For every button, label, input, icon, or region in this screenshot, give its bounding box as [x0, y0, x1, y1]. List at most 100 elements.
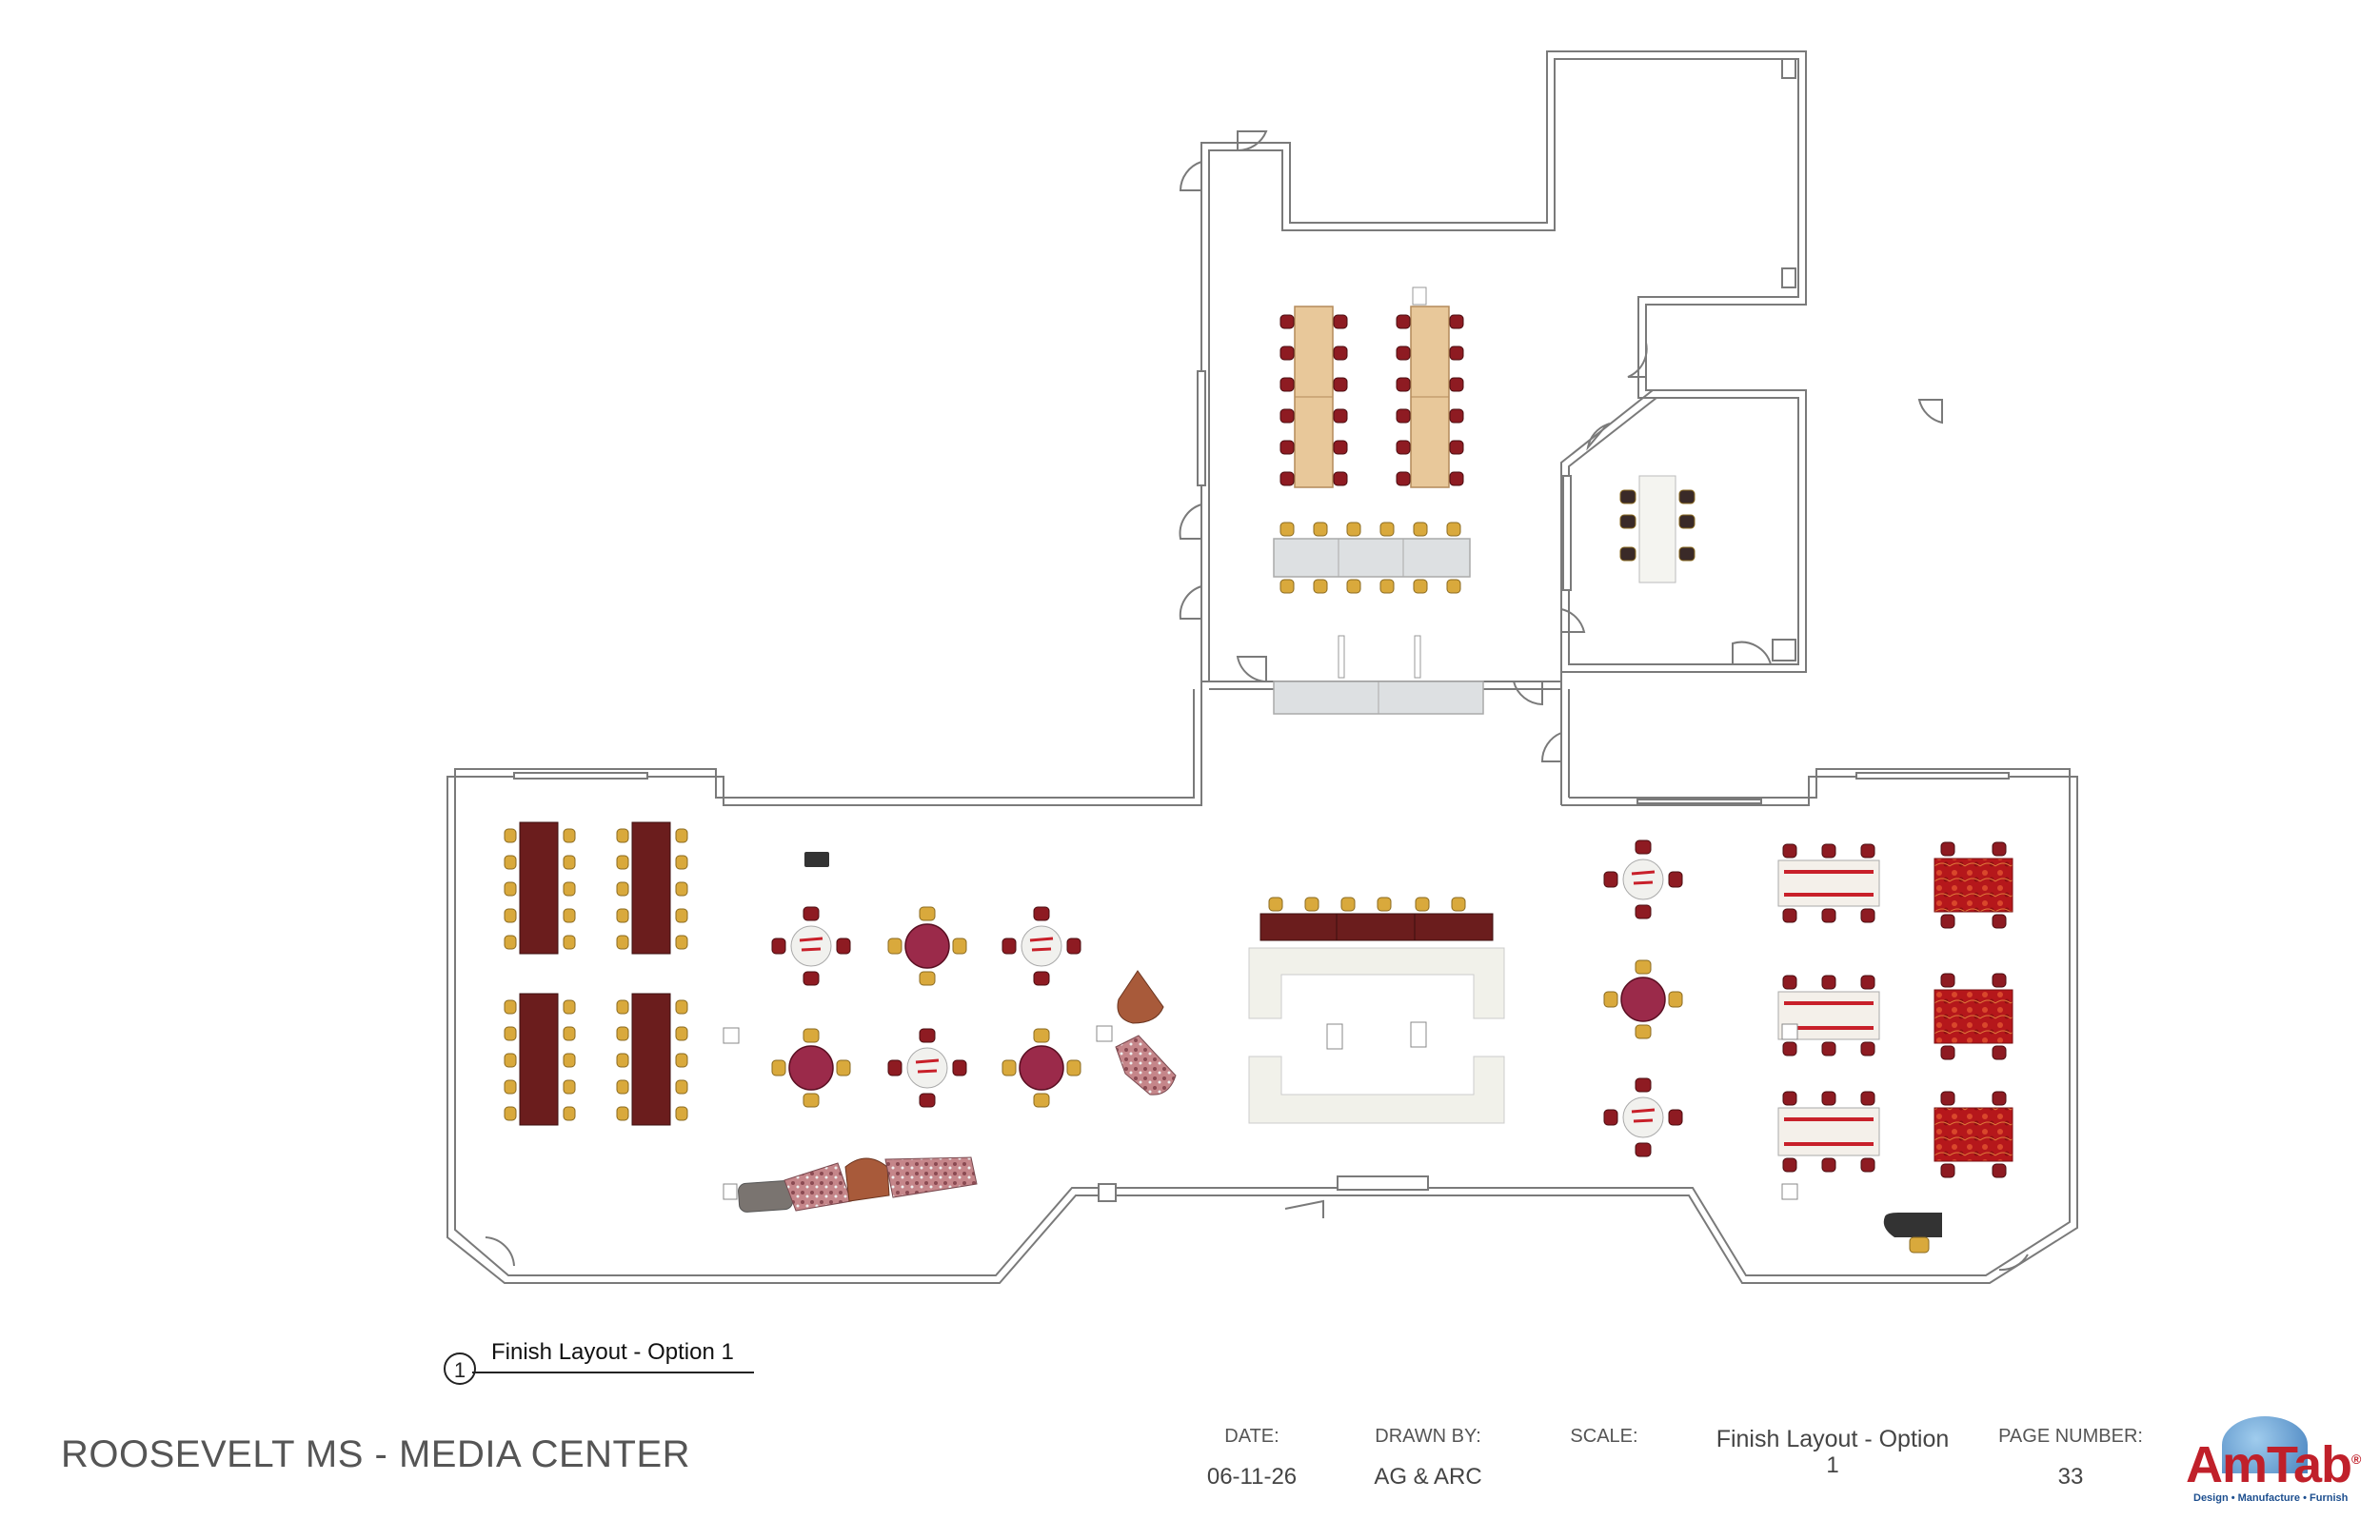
chair: [1782, 908, 1797, 923]
chair: [836, 1059, 851, 1076]
chair: [563, 828, 576, 843]
chair: [616, 935, 629, 950]
chair: [1635, 904, 1652, 919]
chair: [1619, 546, 1636, 562]
north-gray-tables: [1273, 538, 1484, 715]
chair: [1346, 522, 1361, 537]
round-table: [887, 906, 967, 986]
chair: [919, 971, 936, 986]
chair: [1396, 471, 1411, 486]
chair: [1313, 522, 1328, 537]
chair: [1940, 1045, 1955, 1060]
chair: [1635, 959, 1652, 975]
chair: [1992, 1091, 2007, 1106]
project-title: ROOSEVELT MS - MEDIA CENTER: [61, 1433, 691, 1475]
view-label: Finish Layout - Option 1: [491, 1339, 734, 1365]
chair: [1033, 906, 1050, 921]
chair: [1333, 471, 1348, 486]
chair: [504, 999, 517, 1015]
service-desk: [1781, 1023, 1942, 1254]
chair: [504, 935, 517, 950]
chair: [1449, 346, 1464, 361]
page-number-value: 33: [2057, 1464, 2084, 1490]
date-value: 06-11-26: [1206, 1464, 1298, 1490]
chair: [1446, 579, 1461, 594]
chair: [1992, 1163, 2007, 1178]
chair: [952, 938, 967, 955]
chair: [1992, 1045, 2007, 1060]
view-title: 1 Finish Layout - Option 1: [444, 1339, 767, 1387]
chair: [1668, 991, 1683, 1008]
right-round-tables: [1603, 839, 1683, 1157]
chair: [616, 1053, 629, 1068]
round-table: [771, 1028, 851, 1108]
center-counter: [1248, 913, 1505, 1124]
cherry-table-chairs: [504, 828, 688, 1121]
chair: [504, 828, 517, 843]
scale-label: SCALE:: [1570, 1426, 1638, 1447]
chair: [1992, 914, 2007, 929]
chair: [1396, 346, 1411, 361]
chair: [1268, 897, 1283, 912]
drawn-by-value: AG & ARC: [1374, 1464, 1482, 1490]
chair: [1668, 1109, 1683, 1126]
chair: [1635, 1077, 1652, 1093]
red-pattern-table: [1934, 973, 2013, 1060]
date-label: DATE:: [1224, 1426, 1279, 1447]
chair: [1396, 408, 1411, 424]
chair: [1449, 408, 1464, 424]
chair: [919, 1093, 936, 1108]
chair: [1279, 314, 1295, 329]
chair: [1002, 938, 1017, 955]
chair: [675, 935, 688, 950]
chair: [616, 999, 629, 1015]
round-table: [1603, 959, 1683, 1039]
gray-table-chairs: [1279, 522, 1461, 594]
chair: [504, 1026, 517, 1041]
conference-room-wall: [1560, 389, 1807, 673]
chair: [1860, 908, 1875, 923]
chair: [675, 999, 688, 1015]
drawn-by-label: DRAWN BY:: [1375, 1426, 1481, 1447]
chair: [1782, 1091, 1797, 1106]
chair: [803, 971, 820, 986]
chair: [1821, 1091, 1836, 1106]
page-number-label: PAGE NUMBER:: [1998, 1426, 2143, 1447]
chair: [1678, 489, 1696, 504]
printed-table: [1777, 1091, 1880, 1173]
red-pattern-table: [1934, 1091, 2013, 1178]
chair: [1396, 377, 1411, 392]
chair: [1333, 408, 1348, 424]
round-table: [1603, 839, 1683, 919]
chair: [1603, 991, 1618, 1008]
chair: [563, 1079, 576, 1095]
chair: [1782, 1041, 1797, 1056]
chair: [1635, 1142, 1652, 1157]
chair: [887, 1059, 902, 1076]
sheet-title: Finish Layout - Option: [1716, 1426, 1950, 1452]
chair: [1333, 346, 1348, 361]
chair: [616, 1026, 629, 1041]
chair: [563, 1106, 576, 1121]
chair: [1860, 1157, 1875, 1173]
chair: [563, 1053, 576, 1068]
chair: [1619, 489, 1636, 504]
chair: [1782, 1157, 1797, 1173]
printed-table: [1777, 843, 1880, 923]
chair: [1449, 440, 1464, 455]
chair: [616, 908, 629, 923]
chair: [1619, 514, 1636, 529]
chair: [1333, 377, 1348, 392]
conference-table: [1619, 475, 1696, 583]
chair: [1279, 408, 1295, 424]
chair: [504, 1053, 517, 1068]
chair: [1379, 579, 1395, 594]
chair: [1066, 1059, 1081, 1076]
chair: [563, 855, 576, 870]
round-table: [887, 1028, 967, 1108]
chair: [1413, 522, 1428, 537]
chair: [1782, 975, 1797, 990]
round-table: [1002, 1028, 1081, 1108]
chair: [504, 1079, 517, 1095]
north-maple-tables: [1294, 286, 1450, 488]
